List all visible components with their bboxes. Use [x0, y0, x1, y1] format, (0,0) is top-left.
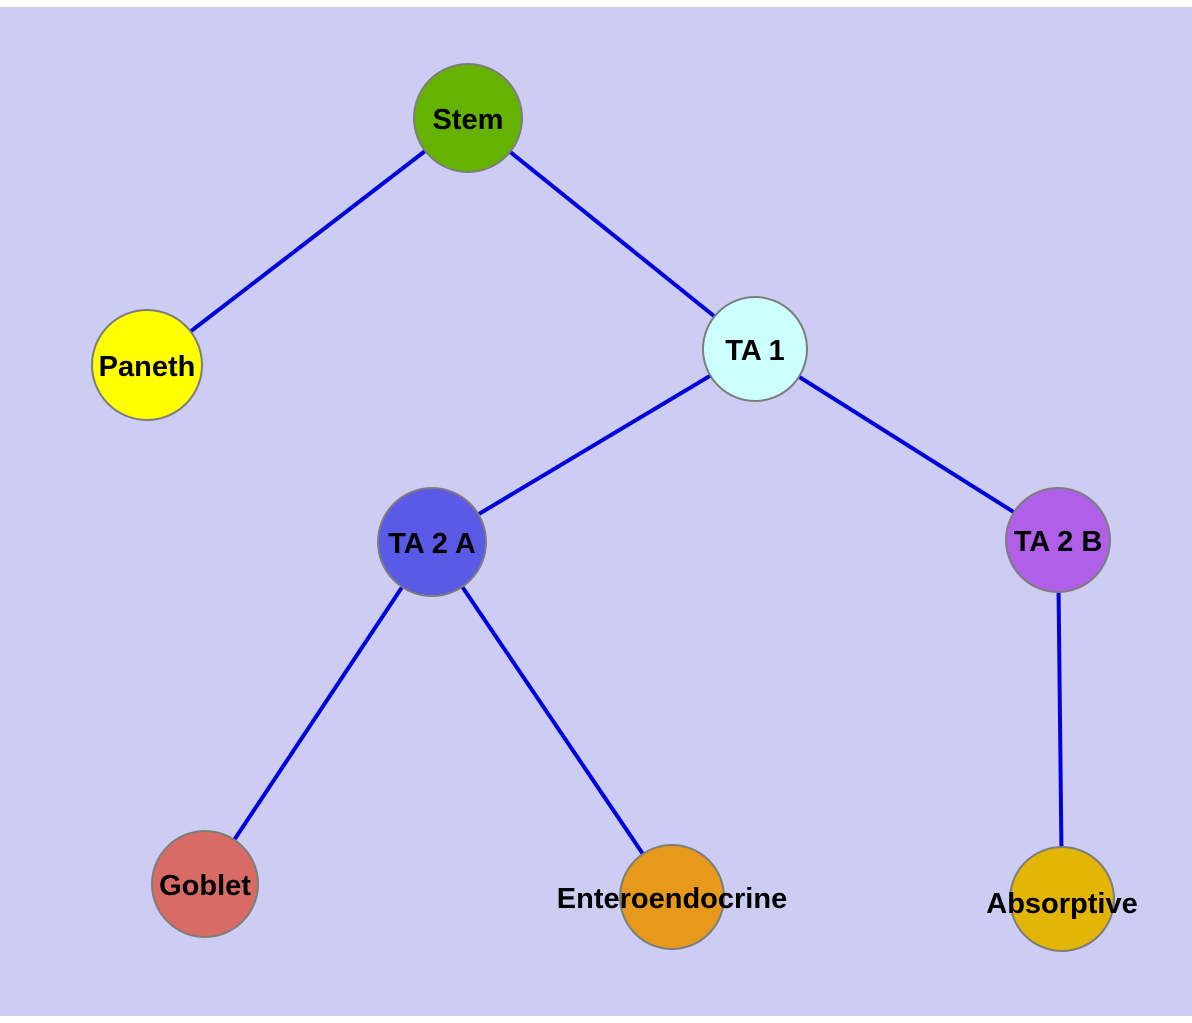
- edge-ta1-ta2a: [430, 347, 757, 544]
- edge-ta2a-enteroendocrine: [430, 540, 674, 899]
- node-paneth: [91, 309, 203, 421]
- edge-stem-ta1: [466, 116, 757, 351]
- node-goblet: [151, 830, 259, 938]
- node-paneth-label: Paneth: [99, 351, 196, 383]
- node-enteroendocrine: [619, 844, 725, 950]
- node-absorptive-label: Absorptive: [986, 888, 1137, 920]
- edge-ta2a-goblet: [203, 540, 434, 886]
- node-ta1: [702, 296, 808, 402]
- node-stem-label: Stem: [433, 104, 504, 136]
- node-ta2b: [1005, 487, 1111, 593]
- edge-ta1-ta2b: [753, 347, 1060, 542]
- node-absorptive: [1009, 846, 1115, 952]
- node-enteroendocrine-label: Enteroendocrine: [557, 883, 787, 915]
- node-goblet-label: Goblet: [159, 870, 251, 902]
- node-ta2b-label: TA 2 B: [1014, 526, 1103, 558]
- edge-stem-paneth: [145, 116, 470, 367]
- node-ta2a: [377, 487, 487, 597]
- node-ta1-label: TA 1: [725, 335, 785, 367]
- node-stem: [413, 63, 523, 173]
- node-ta2a-label: TA 2 A: [388, 528, 476, 560]
- edge-ta2b-absorptive: [1056, 539, 1064, 900]
